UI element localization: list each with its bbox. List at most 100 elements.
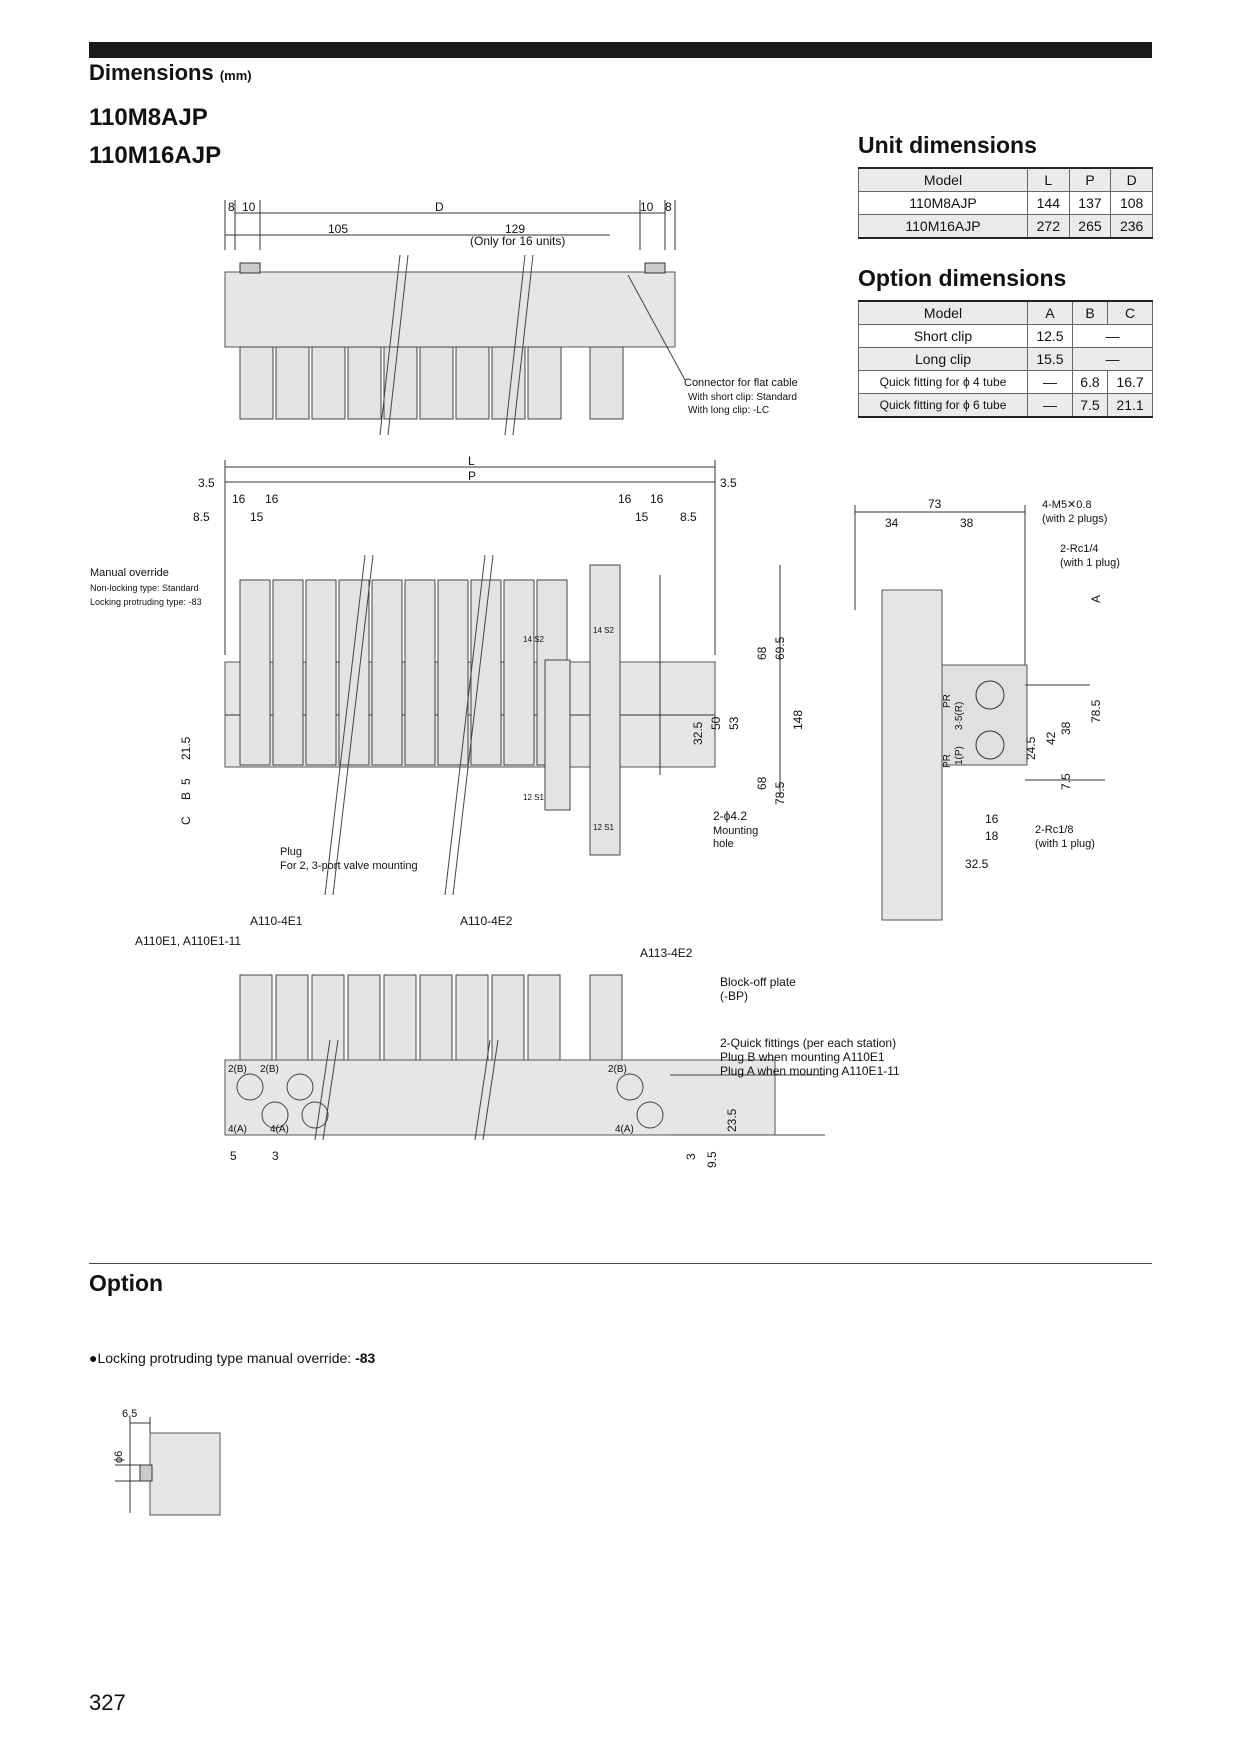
port-label: 1(P) [954,746,965,765]
cell: — [1071,347,1154,371]
option-bullet: ●Locking protruding type manual override… [89,1350,375,1366]
top-view-drawing: 8 10 D 10 8 105 129 (Only for 16 units) … [224,200,798,435]
connector-note: With long clip: -LC [688,405,769,416]
dim-label: 23.5 [725,1108,739,1132]
quick-fitting-note: Plug A when mounting A110E1-11 [720,1064,900,1078]
col-model: Model [858,167,1028,192]
part-label: A110-4E2 [460,914,513,928]
cell: 137 [1068,191,1112,215]
dim-label: 5 [230,1149,237,1163]
side-view-drawing: 73 34 38 A 78.5 38 42 24.5 7.5 16 18 32.… [854,497,1120,921]
dim-label: L [468,455,475,468]
section-heading: Dimensions (mm) [89,60,252,86]
port-note: 2-Rc1/8 [1035,824,1074,836]
port-note: 2-Rc1/4 [1060,543,1099,555]
quick-fitting-label: 2-Quick fittings (per each station) [720,1036,896,1050]
model-title-2: 110M16AJP [89,142,222,169]
mounting-hole-label: hole [713,838,734,850]
dim-label: 73 [928,497,942,511]
cell: 6.8 [1071,370,1109,394]
dim-label: 15 [635,510,649,524]
port-note: 4-M5✕0.8 [1042,499,1092,511]
manual-override-note: Locking protruding type: -83 [90,597,202,607]
port-label: 3·5(R) [954,702,965,730]
cell: 7.5 [1071,393,1109,418]
solenoid-tag: 14 S2 [593,626,614,635]
col-b: B [1071,300,1109,325]
table-row: 110M8AJP 144 137 108 [858,191,1153,215]
dim-label: 16 [985,812,999,826]
section-divider [89,1263,1152,1264]
dim-label: 32.5 [965,857,989,871]
bullet-icon: ● [89,1350,98,1366]
cell: 272 [1027,214,1070,239]
cell: Quick fitting for ϕ 6 tube [858,393,1028,418]
port-label: 2(B) [228,1064,247,1075]
part-label: A110E1, A110E1-11 [135,934,241,948]
cell: Short clip [858,324,1028,348]
cell: 265 [1068,214,1112,239]
unit-dimensions-title: Unit dimensions [858,132,1037,158]
dim-label: 3.5 [198,476,215,490]
cell: 108 [1110,191,1153,215]
port-note: (with 2 plugs) [1042,513,1107,525]
unit-dimensions-table: Model L P D 110M8AJP 144 137 108 110M16A… [858,167,1153,239]
dim-label: 38 [960,516,974,530]
dim-label: 8 [228,200,235,214]
dim-label: 7.5 [1059,773,1073,790]
option-bullet-code: -83 [355,1350,376,1366]
col-p: P [1068,167,1112,192]
cell: 16.7 [1107,370,1153,394]
dim-label: (Only for 16 units) [470,234,565,248]
dim-label: 50 [709,716,723,730]
table-row: Quick fitting for ϕ 4 tube — 6.8 16.7 [858,370,1153,394]
plug-note: For 2, 3-port valve mounting [280,860,418,872]
dim-label: 18 [985,829,999,843]
front-view-drawing: L 3.5 P 3.5 16 16 16 16 8.5 15 15 8.5 68… [90,455,805,895]
manual-override-label: Manual override [90,567,169,579]
dim-label: 10 [242,200,256,214]
dim-label: 16 [232,492,246,506]
cell: — [1071,324,1154,348]
cell: 144 [1027,191,1070,215]
table-row: Long clip 15.5 — [858,347,1154,371]
port-label: 2(B) [608,1064,627,1075]
block-off-code: (-BP) [720,989,748,1003]
section-title: Dimensions [89,60,214,85]
dim-label: 16 [618,492,632,506]
dim-label: 8.5 [193,510,210,524]
connector-label: Connector for flat cable [684,377,798,389]
dim-label: C [179,816,193,825]
dim-label: 78.5 [1089,699,1103,723]
mounting-hole-label: Mounting [713,825,758,837]
cell: 21.1 [1107,393,1153,418]
dim-label: 9.5 [705,1151,719,1168]
dim-label: 42 [1044,731,1058,745]
cell: — [1027,370,1073,394]
top-bar [89,42,1152,58]
dim-label: 16 [650,492,664,506]
col-model: Model [858,300,1028,325]
dim-label: 38 [1059,721,1073,735]
model-title-1: 110M8AJP [89,104,208,131]
dim-label: B [179,792,193,800]
solenoid-tag: 12 S1 [523,793,544,802]
solenoid-tag: 14 S2 [523,635,544,644]
port-label: 4(A) [270,1124,289,1135]
dim-label: A [1089,595,1103,603]
port-label: 4(A) [228,1124,247,1135]
port-label: 4(A) [615,1124,634,1135]
dim-label: ϕ6 [113,1451,125,1463]
solenoid-tag: 12 S1 [593,823,614,832]
dim-label: 68 [755,776,769,790]
dim-label: P [468,469,476,483]
table-header-row: Model L P D [858,167,1153,192]
table-row: 110M16AJP 272 265 236 [858,214,1153,239]
dim-label: 34 [885,516,899,530]
dim-label: 6.5 [122,1408,137,1420]
mounting-hole-label: 2-ϕ4.2 [713,809,747,823]
page-number: 327 [89,1690,126,1715]
col-l: L [1027,167,1070,192]
dim-label: 24.5 [1024,736,1038,760]
dim-label: 148 [791,710,805,730]
